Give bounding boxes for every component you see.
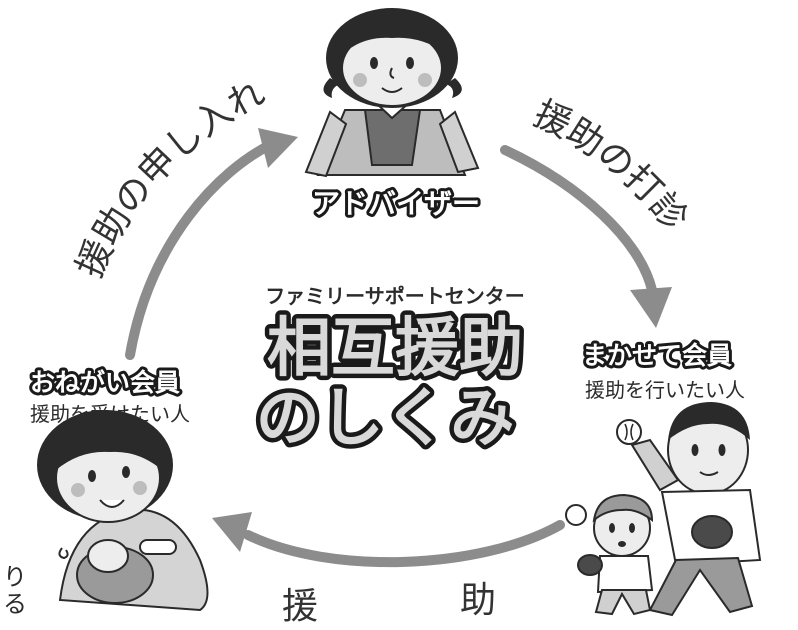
- arrow-request: [125, 140, 275, 360]
- edge-text-line2: る: [3, 590, 27, 618]
- arrow-support: [243, 520, 565, 568]
- role-requester-name: おねがい会員: [30, 368, 180, 397]
- center-title: ファミリーサポートセンター 相互援助 のしくみ: [251, 284, 527, 461]
- arrow-request-head: [258, 128, 298, 168]
- advisor-figure: [304, 8, 480, 178]
- role-advisor-name: アドバイザー: [312, 187, 480, 220]
- edge-text-line1: り: [3, 563, 27, 591]
- arrow-inquiry: [500, 145, 657, 295]
- requester-figure: [37, 410, 209, 612]
- provider-figure: [565, 402, 762, 617]
- center-title-line1: 相互援助: [267, 312, 523, 386]
- arrow-inquiry-head: [630, 287, 672, 328]
- flow-label-support-left: 援: [282, 586, 318, 627]
- arrow-support-head: [212, 512, 252, 552]
- role-provider-name: まかせて会員: [582, 341, 732, 370]
- cycle-arrows: [125, 128, 672, 568]
- role-provider-description: 援助を行いたい人: [585, 378, 745, 402]
- center-title-line2: のしくみ: [256, 382, 515, 456]
- flow-label-support-right: 助: [460, 580, 496, 621]
- center-subtitle: ファミリーサポートセンター: [265, 284, 525, 308]
